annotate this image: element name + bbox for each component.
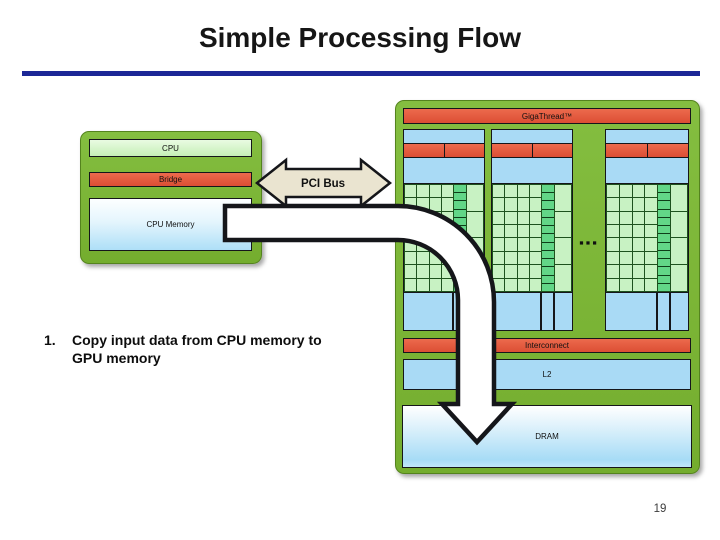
sm-bottom-bar — [403, 292, 485, 332]
l2-bar: L2 — [403, 359, 691, 390]
sm-top-bar — [491, 129, 573, 144]
pci-bus-arrow — [254, 157, 393, 209]
gpu-panel: GigaThread™ ▪▪▪ Interconnect L2 DRAM — [395, 100, 700, 474]
sm-block — [491, 129, 573, 332]
interconnect-label: Interconnect — [524, 341, 570, 350]
sm-row: ▪▪▪ — [403, 129, 691, 332]
step-list: 1. Copy input data from CPU memory to GP… — [44, 331, 354, 368]
cpu-label: CPU — [162, 143, 179, 153]
sm-ellipsis: ▪▪▪ — [579, 235, 599, 250]
sm-core-grid — [491, 182, 573, 294]
l2-label: L2 — [542, 370, 552, 379]
sm-core-grid — [403, 182, 485, 294]
sm-core-grid — [605, 182, 689, 294]
dram-label: DRAM — [535, 432, 559, 441]
bridge-box: Bridge — [89, 172, 252, 187]
dram-bar: DRAM — [402, 405, 692, 468]
page-title: Simple Processing Flow — [198, 22, 522, 53]
sm-bottom-bar — [491, 292, 573, 332]
sm-blue-band — [605, 156, 689, 184]
title-underline-rule — [22, 71, 700, 76]
cpu-memory-box: CPU Memory — [89, 198, 252, 251]
sm-dual-red-bar — [605, 142, 689, 158]
sm-block — [403, 129, 485, 332]
sm-top-bar — [403, 129, 485, 144]
sm-dual-red-bar — [403, 142, 485, 158]
sm-dual-red-bar — [491, 142, 573, 158]
cpu-panel: CPU Bridge CPU Memory — [80, 131, 262, 264]
cpu-box: CPU — [89, 139, 252, 157]
gigathread-bar: GigaThread™ — [403, 108, 691, 124]
pci-bus-label: PCI Bus — [301, 178, 345, 190]
sm-block — [605, 129, 689, 332]
gigathread-label: GigaThread™ — [521, 111, 573, 121]
sm-top-bar — [605, 129, 689, 144]
step-text: Copy input data from CPU memory to GPU m… — [72, 332, 322, 367]
bridge-label: Bridge — [158, 175, 183, 184]
step-number: 1. — [44, 332, 56, 348]
sm-blue-band — [491, 156, 573, 184]
sm-blue-band — [403, 156, 485, 184]
cpu-memory-label: CPU Memory — [146, 220, 195, 229]
page-number: 19 — [653, 503, 667, 515]
sm-bottom-bar — [605, 292, 689, 332]
step-item: 1. Copy input data from CPU memory to GP… — [44, 331, 354, 368]
interconnect-bar: Interconnect — [403, 338, 691, 353]
